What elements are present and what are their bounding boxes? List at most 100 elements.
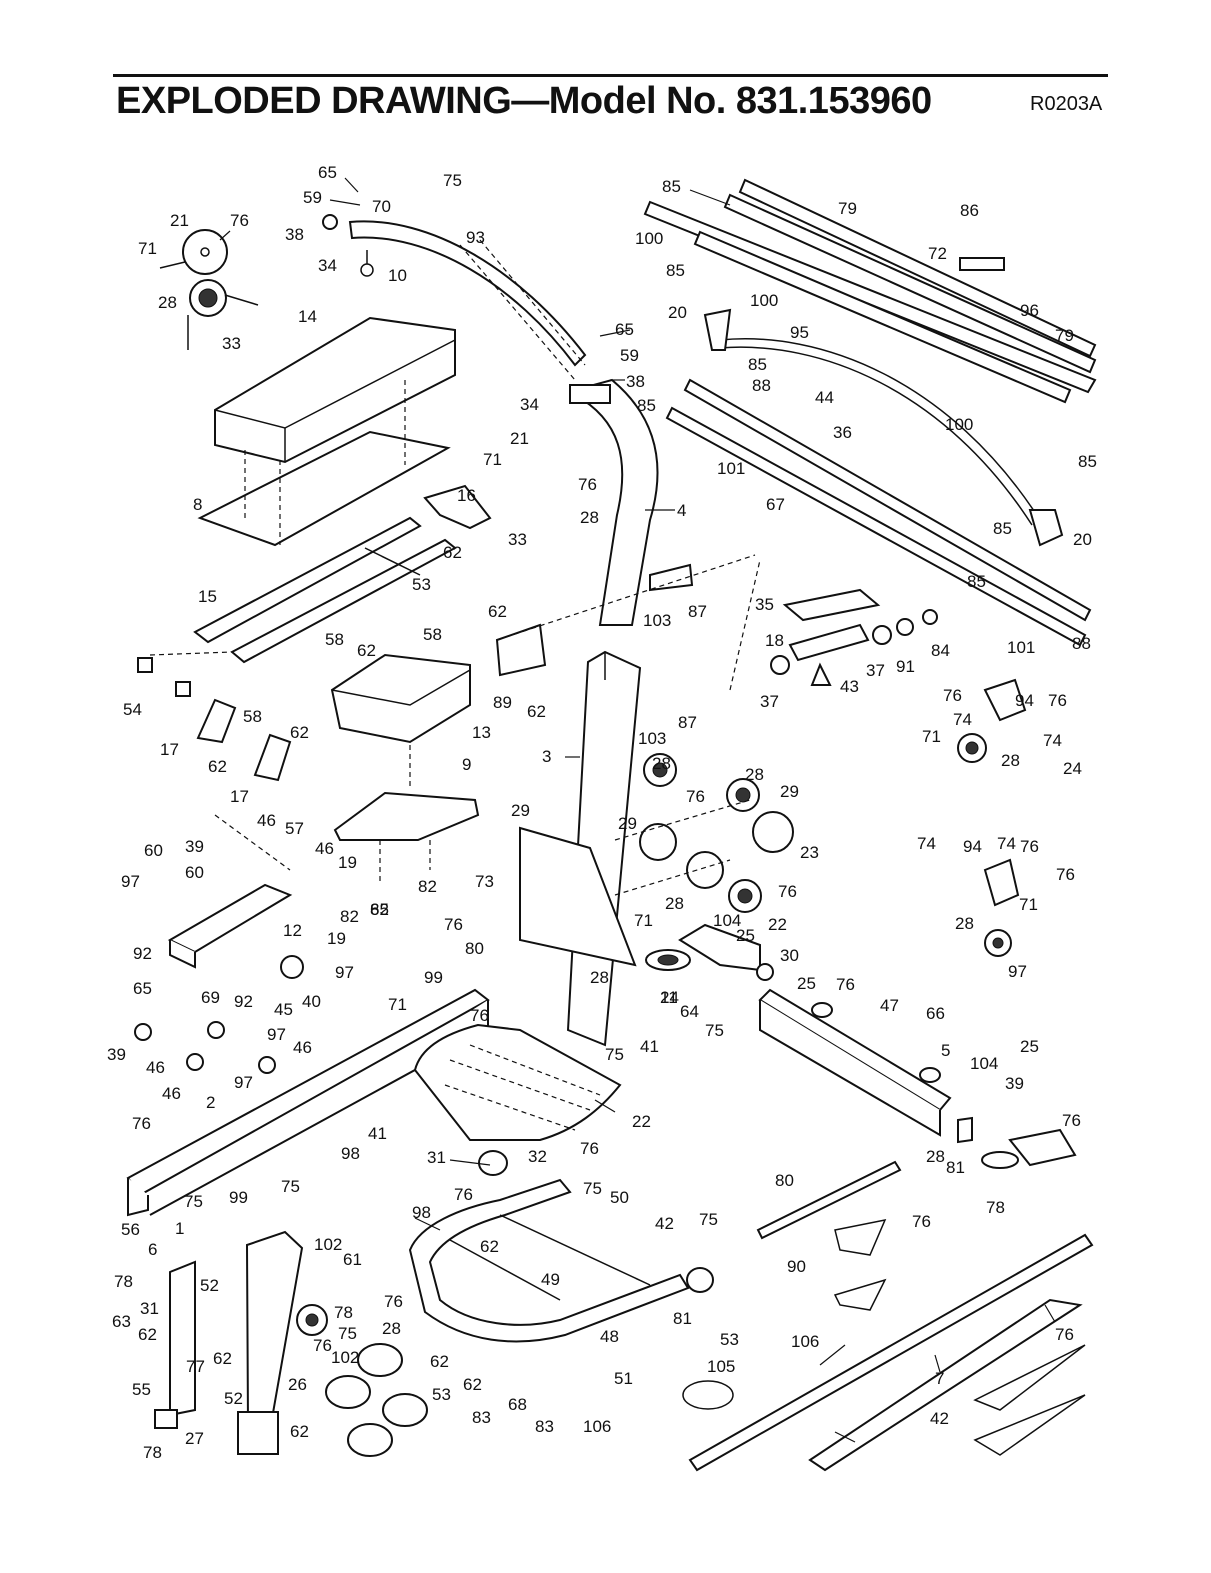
label-22: 76 <box>1062 1111 1081 1130</box>
label-75: 47 <box>880 996 899 1015</box>
part-pulleys-right <box>957 678 1077 1169</box>
page-title: EXPLODED DRAWING—Model No. 831.153960 <box>116 80 932 122</box>
label-22: 25 <box>736 926 755 945</box>
label-46: 57 <box>285 819 304 838</box>
label-46: 19 <box>338 853 357 872</box>
label-85: 85 <box>993 519 1012 538</box>
label-62: 51 <box>614 1369 633 1388</box>
label-68: 42 <box>930 1409 949 1428</box>
label-93: 93 <box>466 228 485 247</box>
label-18: 18 <box>765 631 784 650</box>
label-91: 91 <box>896 657 915 676</box>
label-42: 6 <box>148 1240 157 1259</box>
label-75: 76 <box>454 1185 473 1204</box>
label-11: 25 <box>797 974 816 993</box>
part-pulleys-middle <box>614 753 794 913</box>
part-bars-top-right <box>643 178 1097 404</box>
label-75: 75 <box>583 1179 602 1198</box>
label-88: 88 <box>752 376 771 395</box>
label-78: 63 <box>112 1312 131 1331</box>
label-17: 17 <box>230 787 249 806</box>
label-65: 19 <box>327 929 346 948</box>
part-accessories <box>682 1160 1094 1472</box>
label-98: 76 <box>580 1139 599 1158</box>
label-52: 31 <box>140 1299 159 1318</box>
label-29: 29 <box>618 814 637 833</box>
part-footplate <box>413 1023 622 1141</box>
label-51: 105 <box>707 1357 735 1376</box>
label-62: 83 <box>472 1408 491 1427</box>
label-76: 77 <box>186 1357 205 1376</box>
label-97: 65 <box>133 979 152 998</box>
label-20: 20 <box>1073 530 1092 549</box>
label-53: 76 <box>384 1292 403 1311</box>
label-95: 95 <box>790 323 809 342</box>
label-16: 16 <box>457 486 476 505</box>
label-60: 97 <box>121 872 140 891</box>
label-65: 65 <box>318 163 337 182</box>
label-28: 76 <box>778 882 797 901</box>
label-24: 74 <box>917 834 936 853</box>
label-76: 80 <box>465 939 484 958</box>
label-102: 62 <box>480 1237 499 1256</box>
label-28: 28 <box>1001 751 1020 770</box>
label-79: 79 <box>1055 326 1074 345</box>
label-35: 35 <box>755 595 774 614</box>
part-front-frame <box>408 1150 714 1343</box>
label-26: 53 <box>432 1385 451 1404</box>
label-76: 75 <box>184 1192 203 1211</box>
label-13: 13 <box>472 723 491 742</box>
label-53: 62 <box>463 1375 482 1394</box>
label-25: 76 <box>836 975 855 994</box>
label-65: 69 <box>201 988 220 1007</box>
label-104: 39 <box>1005 1074 1024 1093</box>
label-71: 104 <box>713 911 741 930</box>
label-75: 42 <box>655 1214 674 1233</box>
label-10: 10 <box>388 266 407 285</box>
label-76: 76 <box>686 787 705 806</box>
label-76: 78 <box>334 1303 353 1322</box>
label-79: 79 <box>838 199 857 218</box>
part-board <box>197 380 451 547</box>
label-38: 38 <box>626 372 645 391</box>
label-45: 40 <box>302 992 321 1011</box>
label-62: 62 <box>488 602 507 621</box>
label-3: 3 <box>542 747 551 766</box>
label-30: 99 <box>424 968 443 987</box>
label-80: 71 <box>634 911 653 930</box>
label-33: 33 <box>222 334 241 353</box>
label-39: 97 <box>267 1025 286 1044</box>
label-99: 76 <box>470 1006 489 1025</box>
label-76: 76 <box>943 686 962 705</box>
part-curved-bar <box>703 308 1064 547</box>
label-57: 60 <box>144 841 163 860</box>
label-71: 71 <box>138 239 157 258</box>
part-pulley-bracket-center <box>645 923 774 981</box>
label-92: 45 <box>274 1000 293 1019</box>
label-73: 76 <box>444 915 463 934</box>
part-bars-middle <box>665 378 1092 647</box>
label-100: 100 <box>945 415 973 434</box>
label-72: 72 <box>928 244 947 263</box>
label-97: 46 <box>293 1038 312 1057</box>
label-82: 65 <box>370 900 389 919</box>
label-65: 65 <box>615 320 634 339</box>
part-foam-rollers <box>325 1343 428 1457</box>
label-74: 74 <box>1043 731 1062 750</box>
revision-code: R0203A <box>1030 93 1103 115</box>
label-34: 34 <box>318 256 337 275</box>
label-5: 71 <box>388 995 407 1014</box>
label-85: 85 <box>1078 452 1097 471</box>
label-62: 62 <box>527 702 546 721</box>
part-pulley-top-left <box>159 229 259 350</box>
label-50: 80 <box>775 1171 794 1190</box>
label-94: 74 <box>997 834 1016 853</box>
label-71: 28 <box>955 914 974 933</box>
label-76: 76 <box>1056 865 1075 884</box>
label-29: 23 <box>800 843 819 862</box>
label-59: 59 <box>303 188 322 207</box>
label-25: 30 <box>780 946 799 965</box>
label-6: 102 <box>314 1235 342 1254</box>
label-62: 62 <box>290 723 309 742</box>
label-58: 58 <box>325 630 344 649</box>
